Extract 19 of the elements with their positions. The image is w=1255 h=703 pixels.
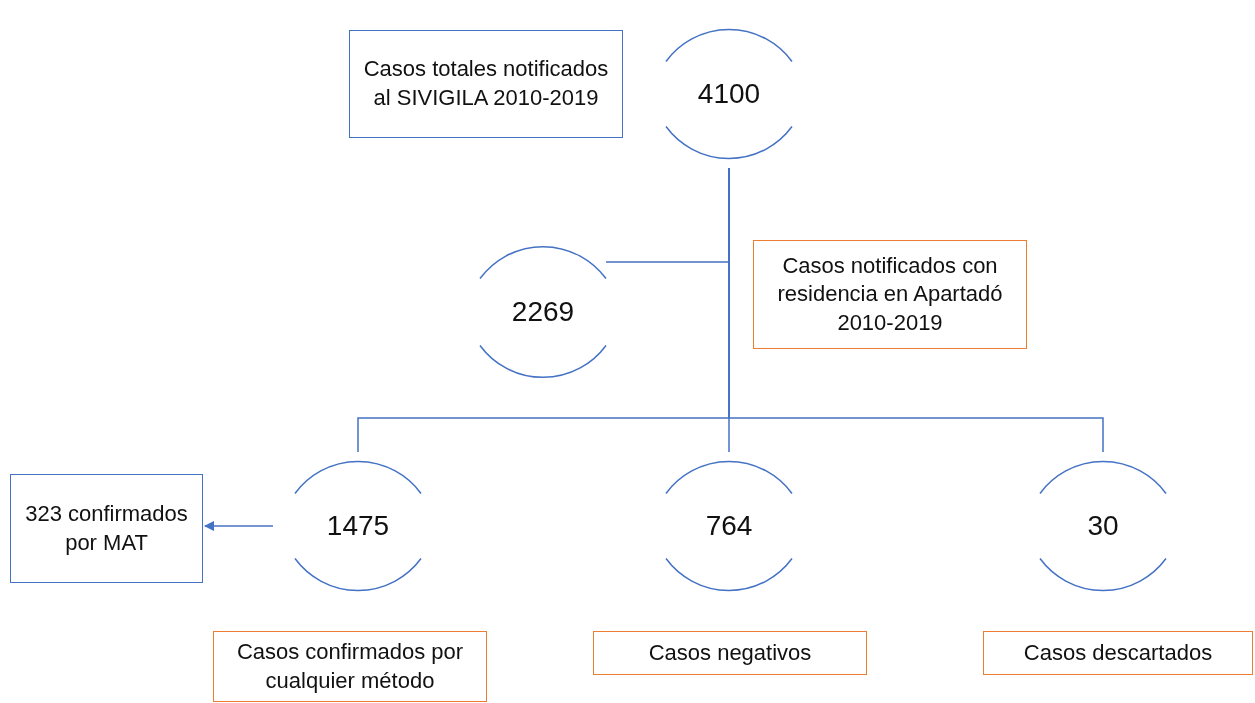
box-label: Casos totales notificados al SIVIGILA 2010-2019	[362, 55, 610, 112]
box-label: Casos confirmados por cualquier método	[235, 637, 465, 695]
count-value: 4100	[697, 78, 761, 110]
text-box	[593, 631, 867, 675]
box-label: Casos notificados con residencia en Apartadó 2010-2019	[776, 251, 1004, 337]
arrow	[203, 520, 274, 532]
box-label: Casos descartados	[1023, 638, 1213, 667]
box-label: Casos negativos	[648, 638, 812, 667]
count-value: 2269	[511, 296, 575, 328]
text-box	[983, 631, 1253, 675]
text-box	[10, 474, 203, 583]
count-value: 764	[705, 510, 753, 542]
text-box	[753, 240, 1027, 349]
text-box	[213, 631, 487, 702]
connector-line	[728, 167, 1104, 453]
count-value: 1475	[326, 510, 390, 542]
box-label: 323 confirmados por MAT	[24, 499, 189, 557]
count-value: 30	[1087, 510, 1119, 542]
text-box	[349, 30, 623, 138]
